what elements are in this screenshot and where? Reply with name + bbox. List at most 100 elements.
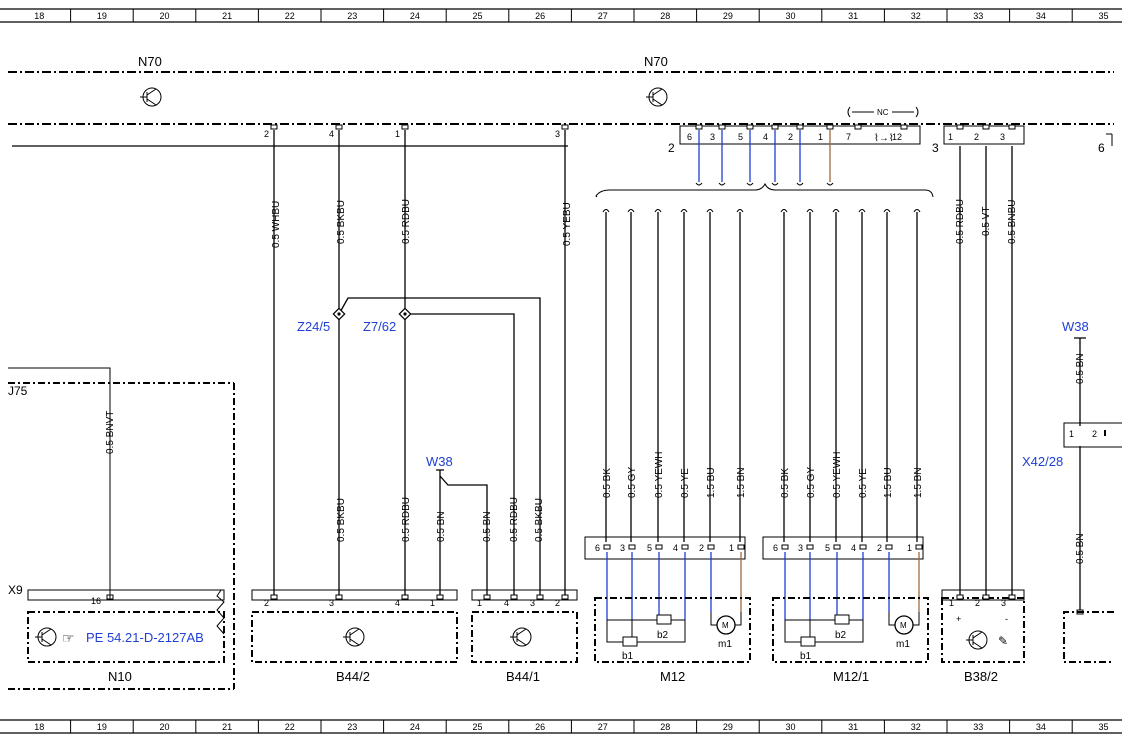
n70-left-pin-4: 4 [329,129,334,139]
wire-label-bkbu-low2: 0.5 BKBU [534,498,545,542]
ruler-column-19: 19 [97,11,107,21]
pin-terminal [771,124,779,130]
b44-1-pin-2: 2 [555,598,560,608]
ruler-column-25: 25 [473,11,483,21]
ruler-column-24: 24 [410,722,420,732]
pin-terminal [483,594,491,600]
pin-terminal [655,544,663,550]
pin-terminal [628,544,636,550]
pin-terminal [956,594,964,600]
pin-terminal [826,124,834,130]
ruler-column-24: 24 [410,11,420,21]
n70-left-pin-3: 3 [555,129,560,139]
ruler-column-33: 33 [973,11,983,21]
b38-2-pin-2: 2 [975,598,980,608]
pin-terminal [796,124,804,130]
m121-b1-label: b1 [800,651,812,662]
b38-2-frame [941,597,1025,663]
m121-b2-label: b2 [835,630,847,641]
pin-terminal [270,594,278,600]
b44-1-pin-4: 4 [504,598,509,608]
x42-label: X42/28 [1022,454,1063,469]
m12-frame [594,597,751,663]
n70-label-left: N70 [138,54,162,69]
pin-terminal [1008,594,1016,600]
connector-2-label: 2 [668,141,675,155]
pin-terminal [854,124,862,130]
ruler-column-35: 35 [1099,722,1109,732]
b44-1-frame [471,611,578,663]
n10-label: N10 [108,669,132,684]
ruler-column-23: 23 [347,11,357,21]
nc-bracket-right [915,106,919,118]
b38-2-pin-3: 3 [1001,598,1006,608]
x42-pin-2: 2 [1092,429,1097,439]
ruler-column-20: 20 [160,722,170,732]
nc-label: NC [877,108,889,117]
m121-pin-2: 2 [877,543,882,553]
b38-sign-minus: - [1005,614,1008,624]
connector-3-label: 3 [932,141,939,155]
pin-terminal [335,124,343,130]
x9-label: X9 [8,583,23,597]
pin-terminal [982,124,990,130]
m12-pin-2: 2 [699,543,704,553]
pin-terminal [707,544,715,550]
ruler-column-32: 32 [911,722,921,732]
resistor-b2-icon [656,614,672,625]
ruler-column-18: 18 [34,11,44,21]
m121-pin-5: 5 [825,543,830,553]
m121-pin-6: 6 [773,543,778,553]
m12-pin-3: 3 [620,543,625,553]
n70-right-pin-3: 3 [1000,132,1005,142]
ruler-column-20: 20 [160,11,170,21]
b44-2-frame [251,611,458,663]
b44-2-label: B44/2 [336,669,370,684]
ruler-column-29: 29 [723,722,733,732]
harness-brace [595,182,934,198]
m121-frame [772,597,929,663]
n70-mid-pin-5: 5 [738,132,743,142]
wire-x42 [1074,337,1086,612]
pin-terminal [436,594,444,600]
n70-mid-pin-2: 2 [788,132,793,142]
pin-terminal [915,544,923,550]
wire-label-whbu: 0.5 WHBU [271,201,282,248]
pin-terminal [695,124,703,130]
m12-pin-5: 5 [647,543,652,553]
m121-pin-4: 4 [851,543,856,553]
m12-m1-label: m1 [718,639,732,650]
b44-2-pin-4: 4 [395,598,400,608]
ruler-column-33: 33 [973,722,983,732]
ruler-column-26: 26 [535,11,545,21]
splice-z7-label: Z7/62 [363,319,396,334]
transistor-icon [646,87,668,107]
ruler-column-28: 28 [660,722,670,732]
transistor-icon [343,627,365,647]
ruler-column-25: 25 [473,722,483,732]
w38-right-label: W38 [1062,319,1089,334]
j75-label: J75 [8,384,28,398]
n70-right-pin-1: 1 [948,132,953,142]
b44-2-pin-1: 1 [430,598,435,608]
ruler-column-31: 31 [848,11,858,21]
n10-reference-link[interactable]: PE 54.21-D-2127AB [86,630,204,645]
m12-1-label: M12/1 [833,669,869,684]
resistor-b1-icon [622,636,638,647]
ruler-column-35: 35 [1099,11,1109,21]
ruler-column-23: 23 [347,722,357,732]
ruler-column-29: 29 [723,11,733,21]
m121-wire-label-3: 0.5 YE [858,468,869,498]
wire-rdbu-branch [405,313,515,600]
n70-right-pin-2: 2 [974,132,979,142]
transistor-icon [966,630,988,650]
m121-wire-label-1: 0.5 GY [806,467,817,498]
splice-z24-icon [332,307,346,321]
